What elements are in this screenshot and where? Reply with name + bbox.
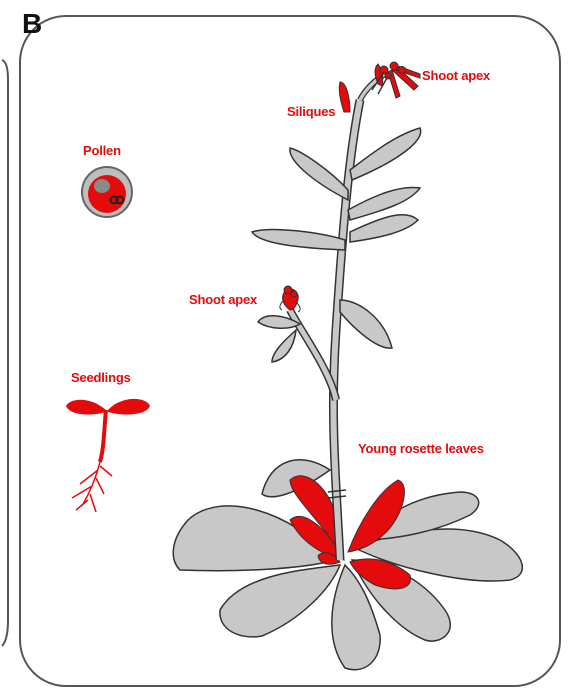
label-young-rosette-leaves: Young rosette leaves [358, 441, 484, 456]
label-shoot-apex-side: Shoot apex [189, 292, 257, 307]
label-seedlings: Seedlings [71, 370, 131, 385]
shoot-apex-side [280, 286, 300, 312]
stem-break-mark [328, 490, 346, 492]
seedling [66, 399, 150, 512]
panel-letter: B [22, 8, 42, 40]
stem-break-mark-2 [328, 496, 346, 498]
adjacent-panel-edge [2, 60, 8, 646]
pollen-grain [82, 167, 132, 217]
label-shoot-apex-top: Shoot apex [422, 68, 490, 83]
label-pollen: Pollen [83, 143, 121, 158]
rosette-gray-leaves [173, 460, 522, 670]
label-siliques: Siliques [287, 104, 335, 119]
